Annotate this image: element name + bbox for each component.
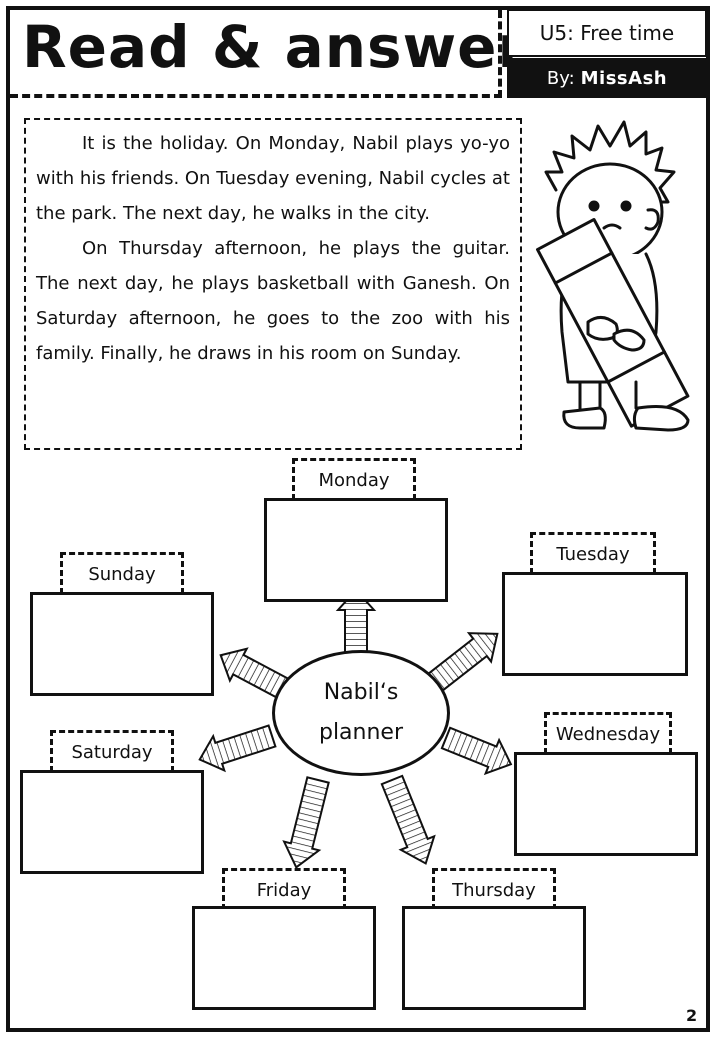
title-divider: [10, 94, 502, 98]
reading-paragraph-1: It is the holiday. On Monday, Nabil play…: [36, 133, 510, 224]
day-label-saturday: Saturday: [50, 730, 174, 772]
arrow-thursday: [380, 774, 436, 865]
answer-box-thursday[interactable]: [402, 906, 586, 1010]
planner-center-line2: planner: [318, 720, 404, 745]
unit-label: U5: Free time: [507, 9, 707, 57]
day-label-wednesday: Wednesday: [544, 712, 672, 754]
day-label-friday: Friday: [222, 868, 346, 910]
answer-box-friday[interactable]: [192, 906, 376, 1010]
answer-box-tuesday[interactable]: [502, 572, 688, 676]
day-label-thursday: Thursday: [432, 868, 556, 910]
author-prefix: By:: [546, 67, 575, 89]
reading-paragraph-2: On Thursday afternoon, he plays the guit…: [36, 238, 510, 364]
day-label-tuesday: Tuesday: [530, 532, 656, 574]
answer-box-wednesday[interactable]: [514, 752, 698, 856]
arrow-wednesday: [440, 726, 513, 776]
page-frame: [6, 6, 710, 1032]
answer-box-monday[interactable]: [264, 498, 448, 602]
page-title: Read & answer: [22, 13, 528, 81]
page-number: 2: [686, 1006, 698, 1025]
arrow-saturday: [198, 724, 277, 773]
author-name: MissAsh: [580, 67, 668, 89]
answer-box-sunday[interactable]: [30, 592, 214, 696]
day-label-sunday: Sunday: [60, 552, 184, 594]
planner-center-line1: Nabil‘s: [323, 680, 399, 705]
reading-passage: It is the holiday. On Monday, Nabil play…: [24, 118, 522, 450]
answer-box-saturday[interactable]: [20, 770, 204, 874]
arrow-friday: [282, 776, 330, 869]
title-divider-vertical: [498, 10, 502, 98]
author-bar: By: MissAsh: [507, 58, 707, 98]
arrow-sunday: [219, 647, 293, 702]
planner-center-oval: Nabil‘s planner: [272, 650, 450, 776]
day-label-monday: Monday: [292, 458, 416, 500]
boy-holding-book-illustration: [536, 120, 690, 432]
